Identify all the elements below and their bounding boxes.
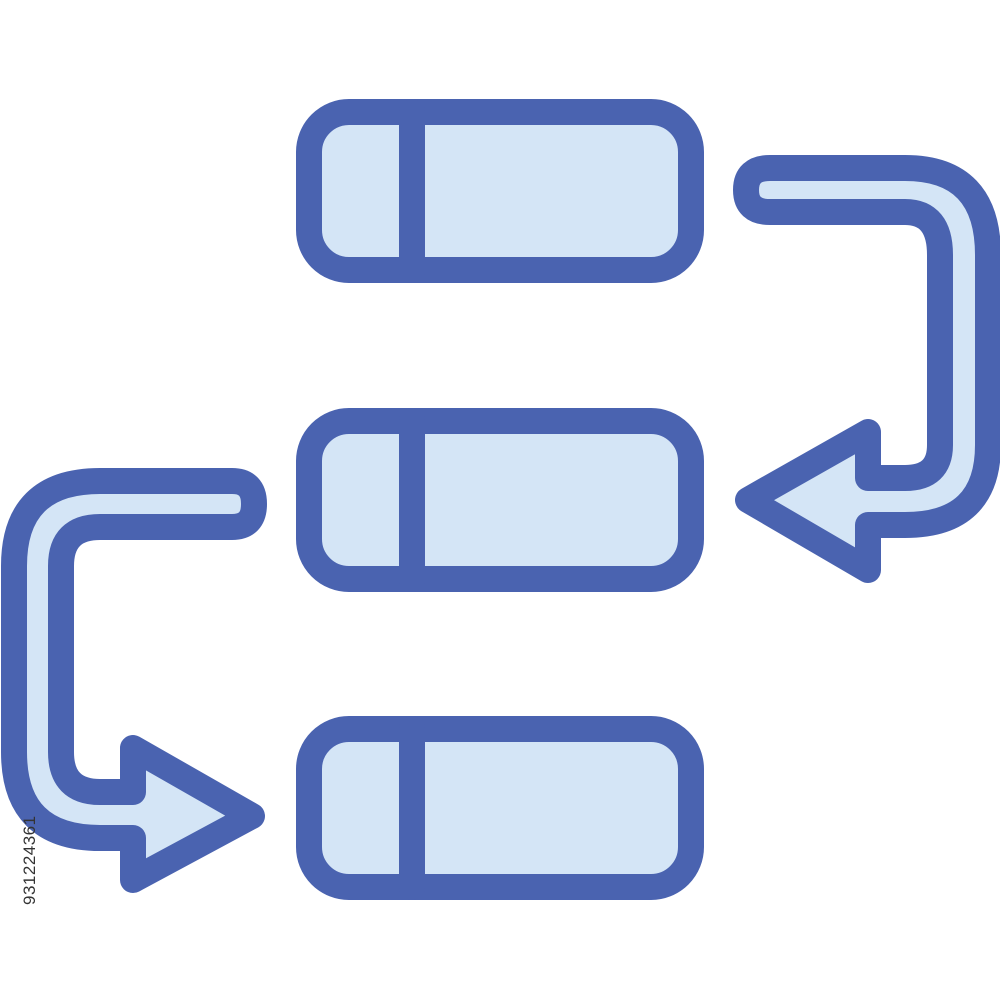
process-block-top [296,99,704,283]
watermark-id-text: 931224361 [20,815,39,905]
arrow-right-icon [733,155,1000,583]
arrow-left-icon [1,468,267,893]
process-block-middle [296,408,704,592]
process-block-bottom [296,716,704,900]
